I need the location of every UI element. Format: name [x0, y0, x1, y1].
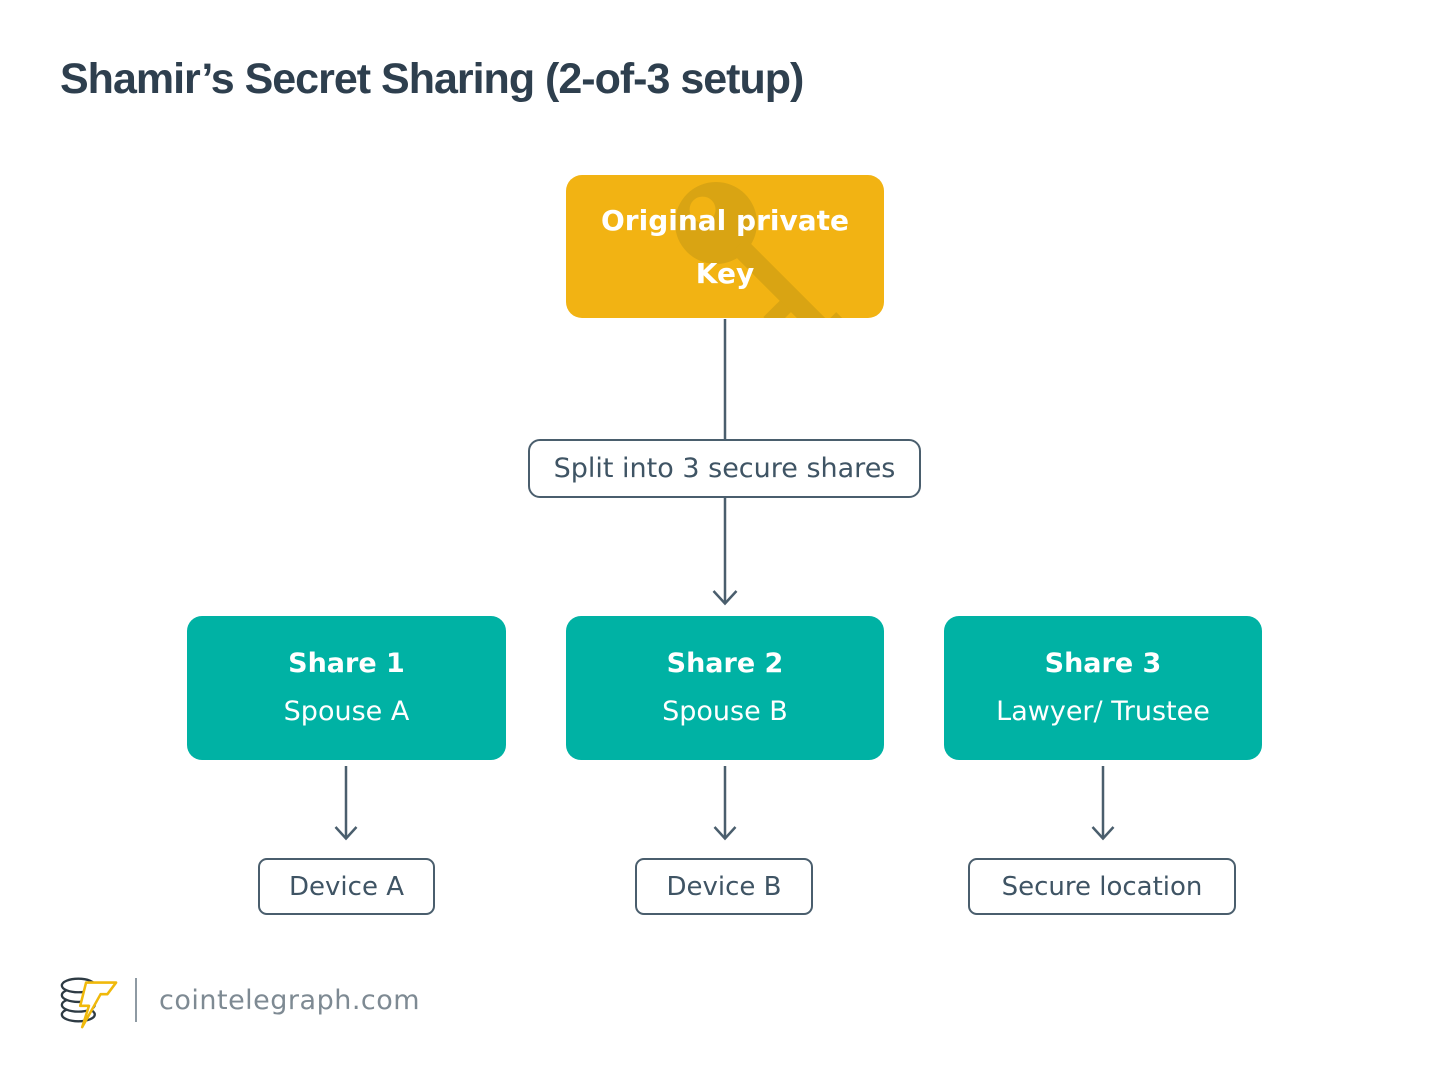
cointelegraph-logo-icon: [60, 977, 118, 1029]
root-label-line2: Key: [695, 256, 755, 290]
footer-divider: [135, 978, 137, 1022]
footer-site-text: cointelegraph.com: [159, 984, 421, 1016]
share-3-node: Share 3 Lawyer/ Trustee: [944, 616, 1262, 760]
share-2-storage-node: Device B: [635, 858, 813, 915]
footer-branding: cointelegraph.com: [57, 968, 420, 1032]
share-1-name: Share 1: [288, 648, 405, 679]
share-2-name: Share 2: [666, 648, 784, 679]
root-label-line1: Original private: [601, 203, 849, 237]
share-1-storage-node: Device A: [258, 858, 435, 915]
arrow-share1-to-target: [334, 766, 358, 841]
split-step-node: Split into 3 secure shares: [528, 439, 921, 498]
split-step-label: Split into 3 secure shares: [553, 453, 896, 484]
share-2-holder: Spouse B: [662, 696, 788, 727]
share-2-node: Share 2 Spouse B: [566, 616, 884, 760]
share-1-node: Share 1 Spouse A: [187, 616, 506, 760]
share-3-storage-node: Secure location: [968, 858, 1236, 915]
share-3-name: Share 3: [1044, 648, 1162, 679]
lightning-bolt-icon: [78, 981, 118, 1029]
share-1-storage-label: Device A: [289, 871, 404, 902]
share-3-holder: Lawyer/ Trustee: [996, 696, 1210, 727]
page-title: Shamir’s Secret Sharing (2-of-3 setup): [60, 55, 804, 103]
arrow-share2-to-target: [713, 766, 737, 841]
key-icon: [675, 182, 849, 318]
root-private-key-node: Original private Key: [566, 175, 884, 318]
share-1-holder: Spouse A: [283, 696, 410, 727]
arrow-share3-to-target: [1091, 766, 1115, 841]
share-3-storage-label: Secure location: [1001, 871, 1203, 902]
share-2-storage-label: Device B: [666, 871, 782, 902]
